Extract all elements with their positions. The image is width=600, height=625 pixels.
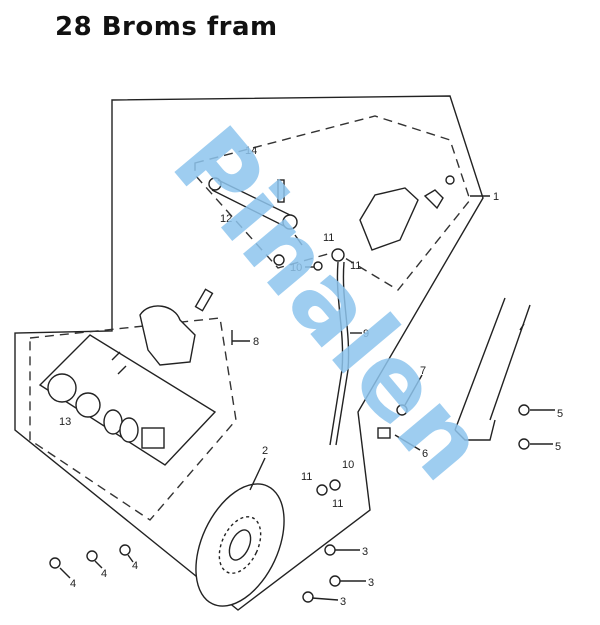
master-cylinder-group <box>194 115 471 291</box>
callout-13: 13 <box>59 416 71 428</box>
callout-14: 14 <box>245 145 257 157</box>
callout-11: 11 <box>332 498 343 510</box>
callout-11: 11 <box>301 471 312 483</box>
callout-labels: 1 2 3 3 3 4 4 4 5 5 6 7 8 9 10 10 11 11 … <box>59 145 563 608</box>
diagram-title: 28 Broms fram <box>55 12 278 42</box>
assembly-outline <box>14 95 484 611</box>
callout-9: 9 <box>363 328 369 340</box>
brake-disc <box>195 483 285 607</box>
caliper <box>47 288 214 449</box>
callout-11: 11 <box>323 232 334 244</box>
brake-lever <box>208 177 303 266</box>
brake-hose <box>313 248 350 496</box>
callout-10: 10 <box>290 262 302 274</box>
leader-lines <box>59 195 555 601</box>
callout-10: 10 <box>342 459 354 471</box>
front-fork <box>454 297 531 441</box>
callout-4: 4 <box>132 560 138 572</box>
callout-4: 4 <box>70 578 76 590</box>
callout-3: 3 <box>340 596 346 608</box>
callout-6: 6 <box>422 448 428 460</box>
callout-5: 5 <box>555 441 561 453</box>
caliper-group <box>29 317 237 521</box>
callout-4: 4 <box>101 568 107 580</box>
callout-11: 11 <box>350 260 361 272</box>
master-cylinder <box>359 175 455 251</box>
callout-8: 8 <box>253 336 259 348</box>
callout-3: 3 <box>368 577 374 589</box>
callout-5: 5 <box>557 408 563 420</box>
callout-1: 1 <box>493 191 499 203</box>
callout-7: 7 <box>420 365 426 377</box>
callout-12: 12 <box>220 213 232 225</box>
callout-3: 3 <box>362 546 368 558</box>
callout-2: 2 <box>262 445 268 457</box>
